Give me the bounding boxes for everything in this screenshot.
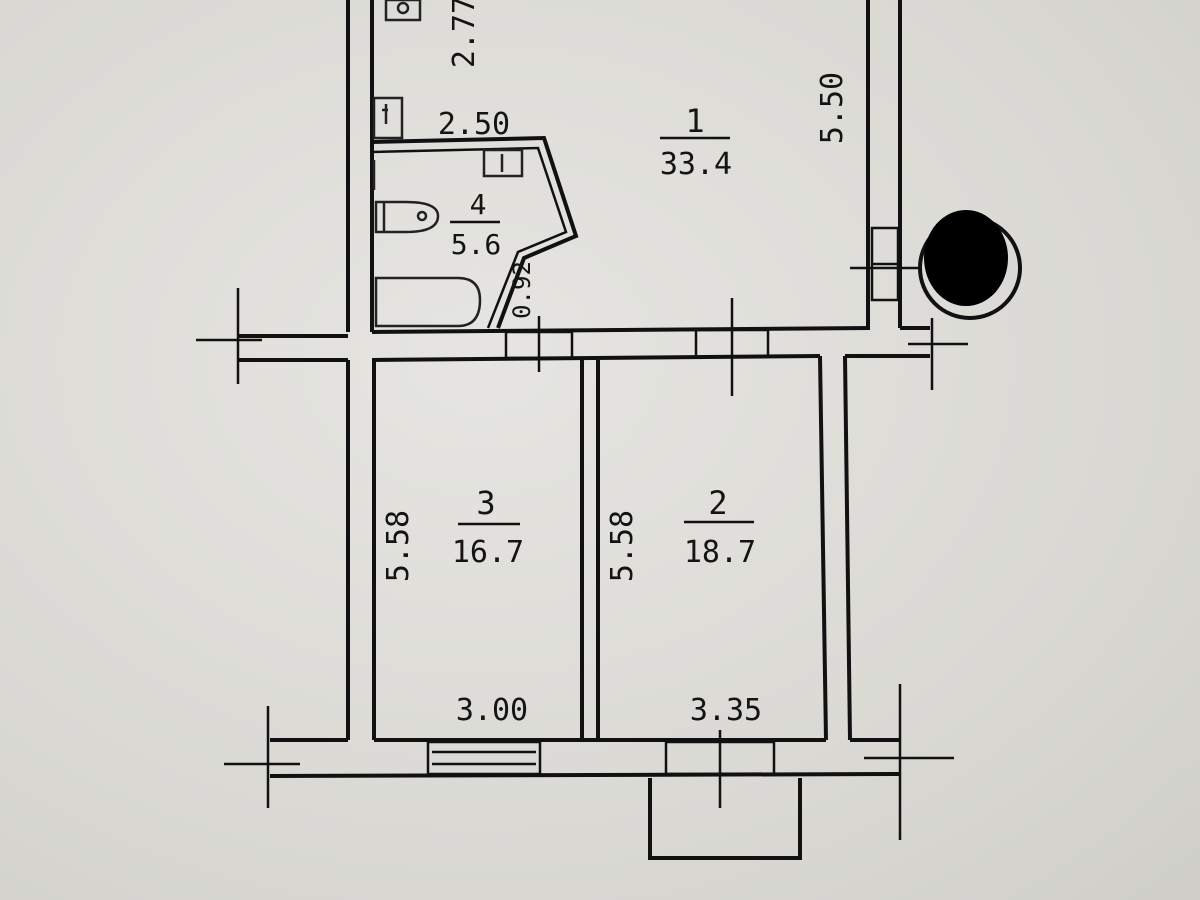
wall-bottom-outer [269, 772, 901, 778]
room-labels: 1 33.4 2 18.7 3 16.7 4 5.6 [450, 102, 756, 570]
wall-mid-top [371, 326, 871, 334]
dim-room3-height: 5.58 [381, 510, 416, 582]
room4-number: 4 [470, 188, 487, 221]
washbasin-fixture [482, 148, 524, 178]
balcony [648, 778, 802, 860]
dim-room2-width: 3.35 [690, 693, 762, 728]
bathroom-partition-outer [371, 135, 579, 329]
top-fixture [384, 0, 422, 22]
dim-room3-width: 3.00 [456, 693, 528, 728]
sink-fixture [372, 96, 404, 140]
room3-area: 16.7 [452, 535, 524, 570]
dim-bathroom-door: 0.92 [508, 261, 536, 319]
room4-area: 5.6 [451, 228, 502, 261]
walls [238, 0, 930, 860]
bathroom [371, 96, 579, 329]
axis-markers [196, 288, 968, 840]
room2-area: 18.7 [684, 535, 756, 570]
dim-bathroom-width: 2.50 [438, 107, 510, 142]
bathroom-partition-inner [371, 146, 568, 329]
room1-area: 33.4 [660, 147, 732, 182]
dimension-labels: 5.50 2.77 2.50 0.92 5.58 5.58 3.00 3.35 [381, 0, 850, 728]
top-fixture-knob [396, 1, 410, 15]
redaction-mark [918, 210, 1022, 320]
room2-number: 2 [708, 484, 727, 522]
bathtub-fixture [374, 276, 482, 328]
toilet-fixture [374, 200, 440, 234]
redaction-blot [924, 210, 1008, 306]
window-room3-bottom [426, 740, 542, 776]
toilet-fixture-center [416, 210, 428, 222]
dim-top-strip: 2.77 [447, 0, 482, 68]
dim-room1-height: 5.50 [815, 72, 850, 144]
dim-room2-height: 5.58 [605, 510, 640, 582]
room1-number: 1 [685, 102, 704, 140]
room3-number: 3 [476, 484, 495, 522]
wall-right-lower-outer [843, 355, 852, 741]
wall-room2-right [818, 355, 828, 741]
